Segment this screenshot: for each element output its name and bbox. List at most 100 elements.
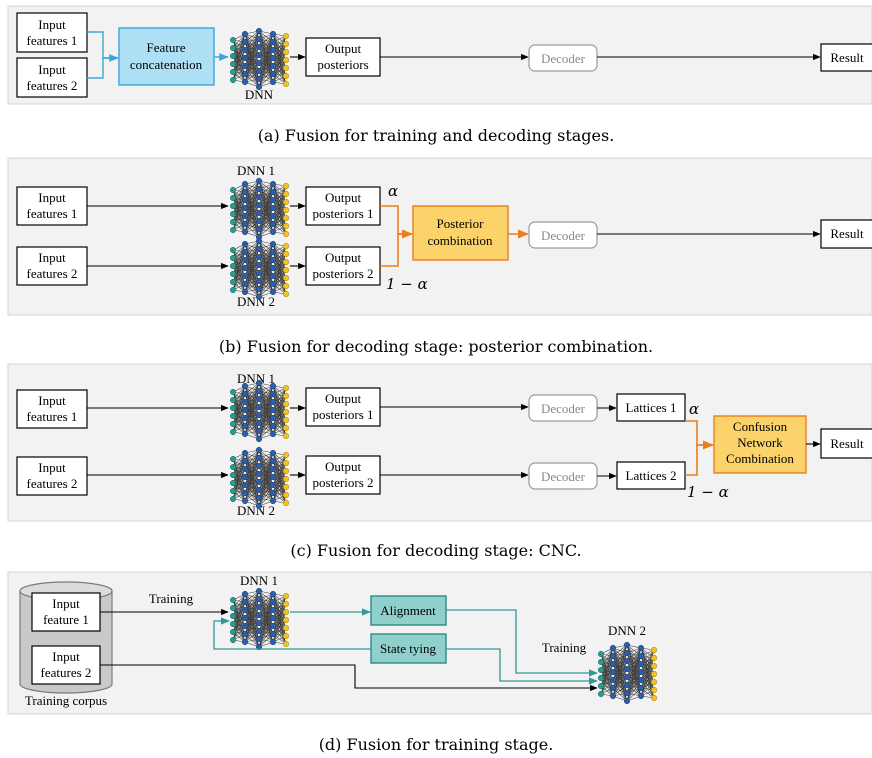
feature-concatenation-box: Feature concatenation: [118, 27, 215, 86]
dnn-node: [269, 481, 277, 489]
dnn-node: [637, 676, 645, 684]
dnn-node: [269, 598, 277, 606]
dnn-node: [241, 449, 249, 457]
dnn-node: [597, 666, 605, 674]
dnn-node: [255, 35, 263, 43]
result-box: Result: [820, 219, 872, 249]
dnn-node: [269, 54, 277, 62]
dnn-node: [282, 206, 290, 214]
dnn-node: [241, 46, 249, 54]
dnn-node: [282, 451, 290, 459]
dnn-node: [650, 662, 658, 670]
dnn-node: [282, 608, 290, 616]
dnn-node: [241, 414, 249, 422]
dnn-node: [229, 636, 237, 644]
dnn-node: [241, 465, 249, 473]
concat-line1: Feature: [147, 40, 186, 55]
wire-input2-to-concat: [87, 54, 119, 79]
dnn-node: [269, 288, 277, 296]
dnn-node: [269, 382, 277, 390]
dnn-node: [241, 212, 249, 220]
dnn-node: [282, 222, 290, 230]
dnn-node: [255, 462, 263, 470]
dnn-node: [255, 435, 263, 443]
dnn-node: [609, 684, 617, 692]
dnn-node: [255, 411, 263, 419]
dnn-node: [229, 246, 237, 254]
dnn-node: [255, 261, 263, 269]
dnn-node: [269, 220, 277, 228]
dnn-node: [637, 644, 645, 652]
dnn1-network-icon: [229, 379, 290, 443]
dnn-node: [282, 282, 290, 290]
dnn-node: [650, 654, 658, 662]
dnn-node: [282, 40, 290, 48]
dnn-node: [255, 253, 263, 261]
alpha-weight: α: [689, 400, 699, 418]
dnn-node: [269, 473, 277, 481]
dnn-node: [623, 649, 631, 657]
combination-line2: combination: [428, 233, 493, 248]
training-corpus-label: Training corpus: [25, 693, 107, 708]
input-features-1-box: Input features 1: [16, 12, 88, 53]
dnn-node: [269, 228, 277, 236]
lattices2-label: Lattices 2: [626, 468, 677, 483]
input-features-2-box: Input features 2: [16, 57, 88, 98]
post2-line2: posteriors 2: [312, 475, 373, 490]
dnn-node: [269, 489, 277, 497]
result-box: Result: [820, 428, 872, 459]
dnn-node: [241, 390, 249, 398]
dnn-node: [269, 406, 277, 414]
dnn-node: [255, 494, 263, 502]
concat-line2: concatenation: [130, 57, 203, 72]
dnn-node: [255, 635, 263, 643]
dnn-node: [241, 398, 249, 406]
state-tying-label: State tying: [380, 641, 436, 656]
dnn-node: [229, 455, 237, 463]
output-posteriors-2-box: Output posteriors 2: [305, 455, 381, 495]
dnn-node: [269, 280, 277, 288]
dnn-node: [282, 250, 290, 258]
dnn-node: [269, 465, 277, 473]
dnn-node: [597, 650, 605, 658]
result-label: Result: [830, 436, 864, 451]
dnn-node: [241, 62, 249, 70]
training-label-1: Training: [149, 591, 194, 606]
dnn-node: [241, 422, 249, 430]
input-2-line2: features 2: [41, 665, 92, 680]
dnn-node: [229, 620, 237, 628]
dnn-node: [241, 54, 249, 62]
dnn-node: [269, 422, 277, 430]
input-2-line2: features 2: [27, 266, 78, 281]
dnn-node: [282, 459, 290, 467]
post1-line2: posteriors 1: [312, 407, 373, 422]
dnn-node: [229, 420, 237, 428]
dnn-node: [269, 30, 277, 38]
dnn-node: [609, 652, 617, 660]
dnn-node: [241, 70, 249, 78]
dnn-node: [241, 264, 249, 272]
dnn-node: [269, 78, 277, 86]
decoder-label: Decoder: [541, 228, 586, 243]
dnn-node: [229, 463, 237, 471]
decoder-box: Decoder: [528, 221, 598, 249]
dnn-node: [609, 660, 617, 668]
dnn-node: [229, 52, 237, 60]
dnn-node: [269, 212, 277, 220]
dnn-node: [241, 220, 249, 228]
dnn-node: [650, 646, 658, 654]
dnn-node: [282, 632, 290, 640]
alpha-weight: α: [388, 182, 398, 200]
dnn-node: [637, 652, 645, 660]
dnn-node: [241, 606, 249, 614]
dnn-node: [269, 414, 277, 422]
dnn-node: [269, 62, 277, 70]
dnn-node: [623, 689, 631, 697]
lattices-1-box: Lattices 1: [616, 393, 686, 422]
output-posteriors-1-box: Output posteriors 1: [305, 186, 381, 226]
dnn-node: [255, 454, 263, 462]
dnn-node: [255, 486, 263, 494]
dnn-node: [241, 248, 249, 256]
one-minus-alpha-weight: 1 − α: [386, 275, 428, 293]
caption-b: (b) Fusion for decoding stage: posterior…: [219, 337, 653, 356]
